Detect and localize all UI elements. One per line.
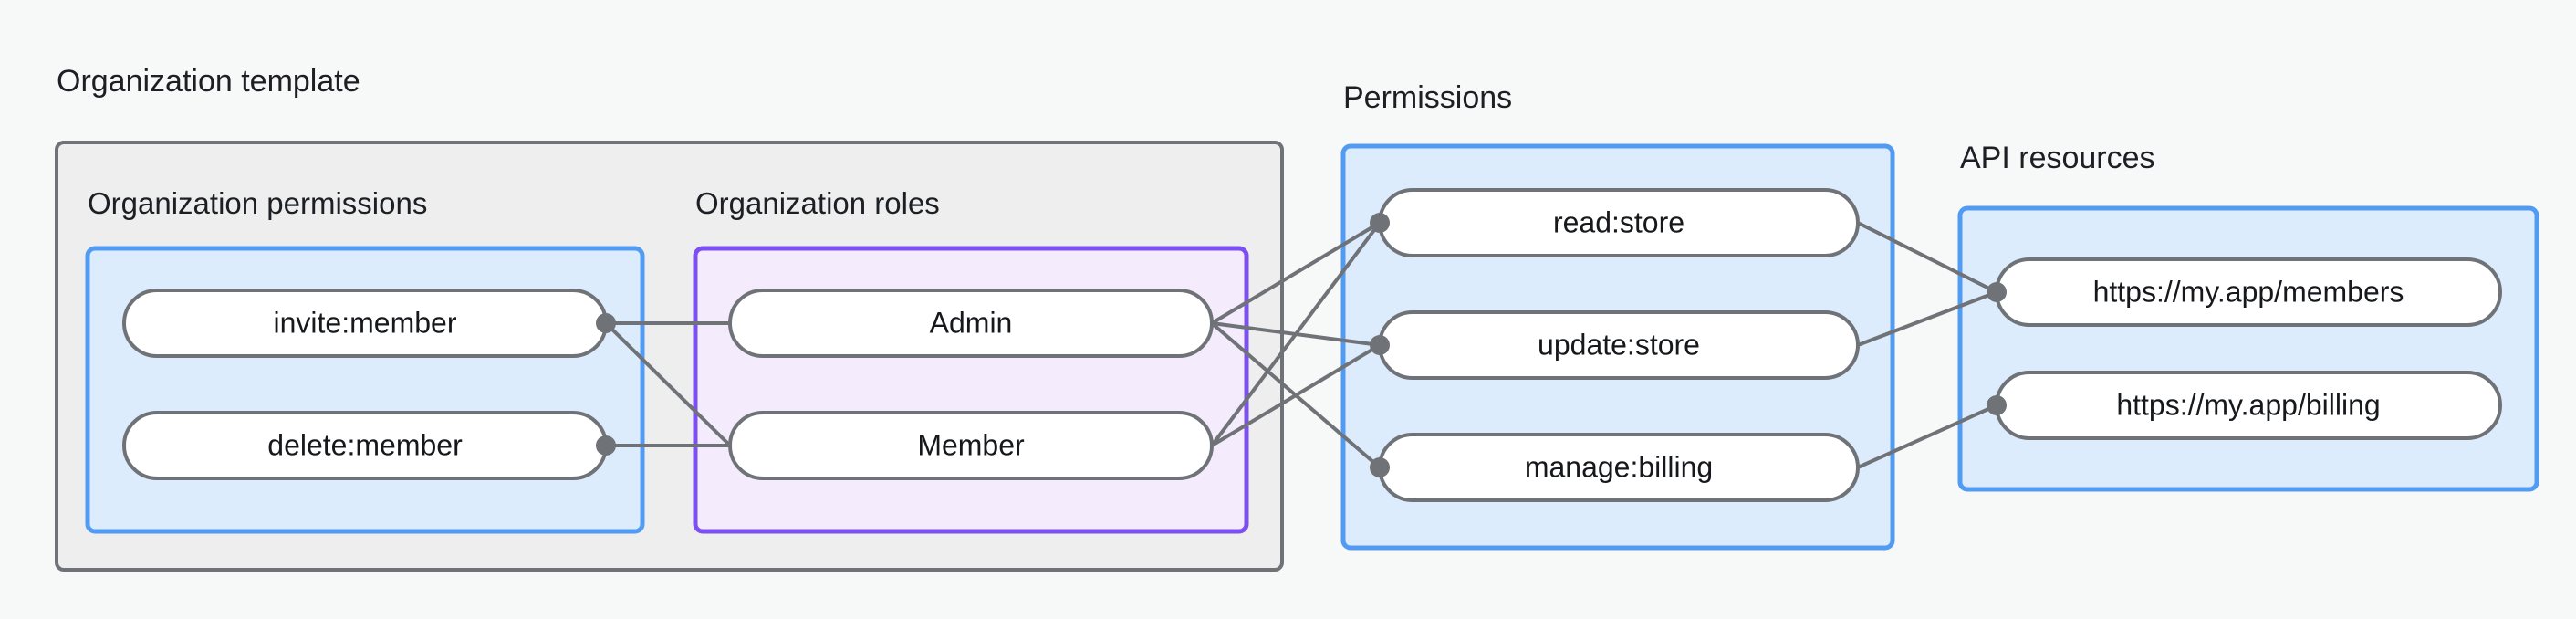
edge-read-store-to-members-url xyxy=(1857,221,1997,294)
ports-layer xyxy=(596,213,2007,477)
node-members-url-label: https://my.app/members xyxy=(2093,275,2404,308)
port-billing-url-in xyxy=(1987,395,2007,415)
group-organization-template: Organization template Organization permi… xyxy=(55,64,1284,572)
edge-invite-member-to-member xyxy=(604,321,732,447)
port-read-store-in xyxy=(1370,213,1390,233)
port-manage-billing-in xyxy=(1370,457,1390,477)
permissions-title: Permissions xyxy=(1343,80,1512,115)
node-manage-billing-label: manage:billing xyxy=(1525,450,1713,483)
edges-layer xyxy=(604,221,1997,469)
organization-template-title: Organization template xyxy=(57,64,360,99)
port-invite-member-out xyxy=(596,313,616,333)
group-api-resources: API resources https://my.app/members htt… xyxy=(1957,141,2539,492)
port-members-url-in xyxy=(1987,282,2007,302)
edge-admin-to-read-store xyxy=(1210,221,1382,325)
edge-manage-billing-to-billing-url xyxy=(1857,404,1997,469)
api-resources-box xyxy=(1957,205,2539,492)
edge-member-to-read-store xyxy=(1210,221,1382,447)
group-permissions: Permissions read:store update:store mana… xyxy=(1340,80,1895,551)
organization-roles-title: Organization roles xyxy=(695,186,940,220)
node-update-store-label: update:store xyxy=(1538,328,1700,361)
edge-member-to-update-store xyxy=(1210,343,1382,447)
api-resources-title: API resources xyxy=(1960,141,2155,175)
edge-update-store-to-members-url xyxy=(1857,290,1997,347)
node-billing-url-label: https://my.app/billing xyxy=(2116,388,2380,421)
node-read-store-label: read:store xyxy=(1553,205,1684,238)
organization-permissions-title: Organization permissions xyxy=(88,186,427,220)
node-delete-member-label: delete:member xyxy=(267,428,463,461)
port-delete-member-out xyxy=(596,435,616,456)
subgroup-organization-roles: Organization roles Admin Member xyxy=(693,186,1249,534)
node-member-label: Member xyxy=(917,428,1025,461)
port-update-store-in xyxy=(1370,335,1390,355)
node-invite-member-label: invite:member xyxy=(274,306,457,339)
node-admin-label: Admin xyxy=(930,306,1013,339)
